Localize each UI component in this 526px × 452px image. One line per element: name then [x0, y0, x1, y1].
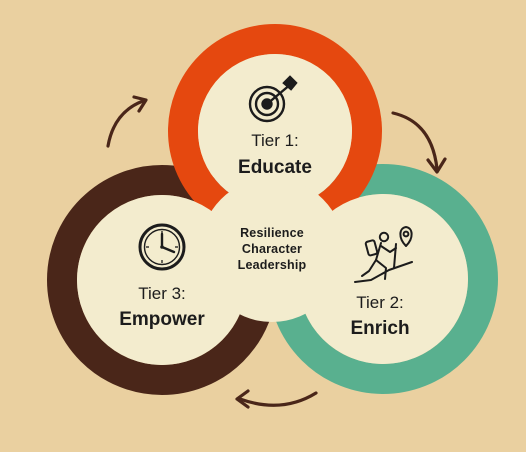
target-icon [248, 75, 298, 123]
center-value-leadership: Leadership [237, 258, 307, 272]
center-circle [200, 178, 344, 322]
tier1-prefix: Tier 1: [251, 131, 299, 150]
tier3-name: Empower [119, 309, 205, 330]
tier2-name: Enrich [350, 318, 410, 339]
tier3-prefix: Tier 3: [138, 284, 186, 303]
tier1-fill [198, 54, 352, 208]
tier2-prefix: Tier 2: [356, 293, 404, 312]
tier1-name: Educate [238, 157, 312, 178]
center-value-character: Character [241, 242, 303, 256]
cycle-arrow-top-left [106, 95, 148, 148]
cycle-arrow-top-right [391, 111, 447, 174]
cycle-arrow-bottom [235, 389, 318, 409]
center-value-resilience: Resilience [240, 226, 304, 240]
hiker-icon [354, 226, 413, 283]
clock-icon [138, 223, 186, 271]
